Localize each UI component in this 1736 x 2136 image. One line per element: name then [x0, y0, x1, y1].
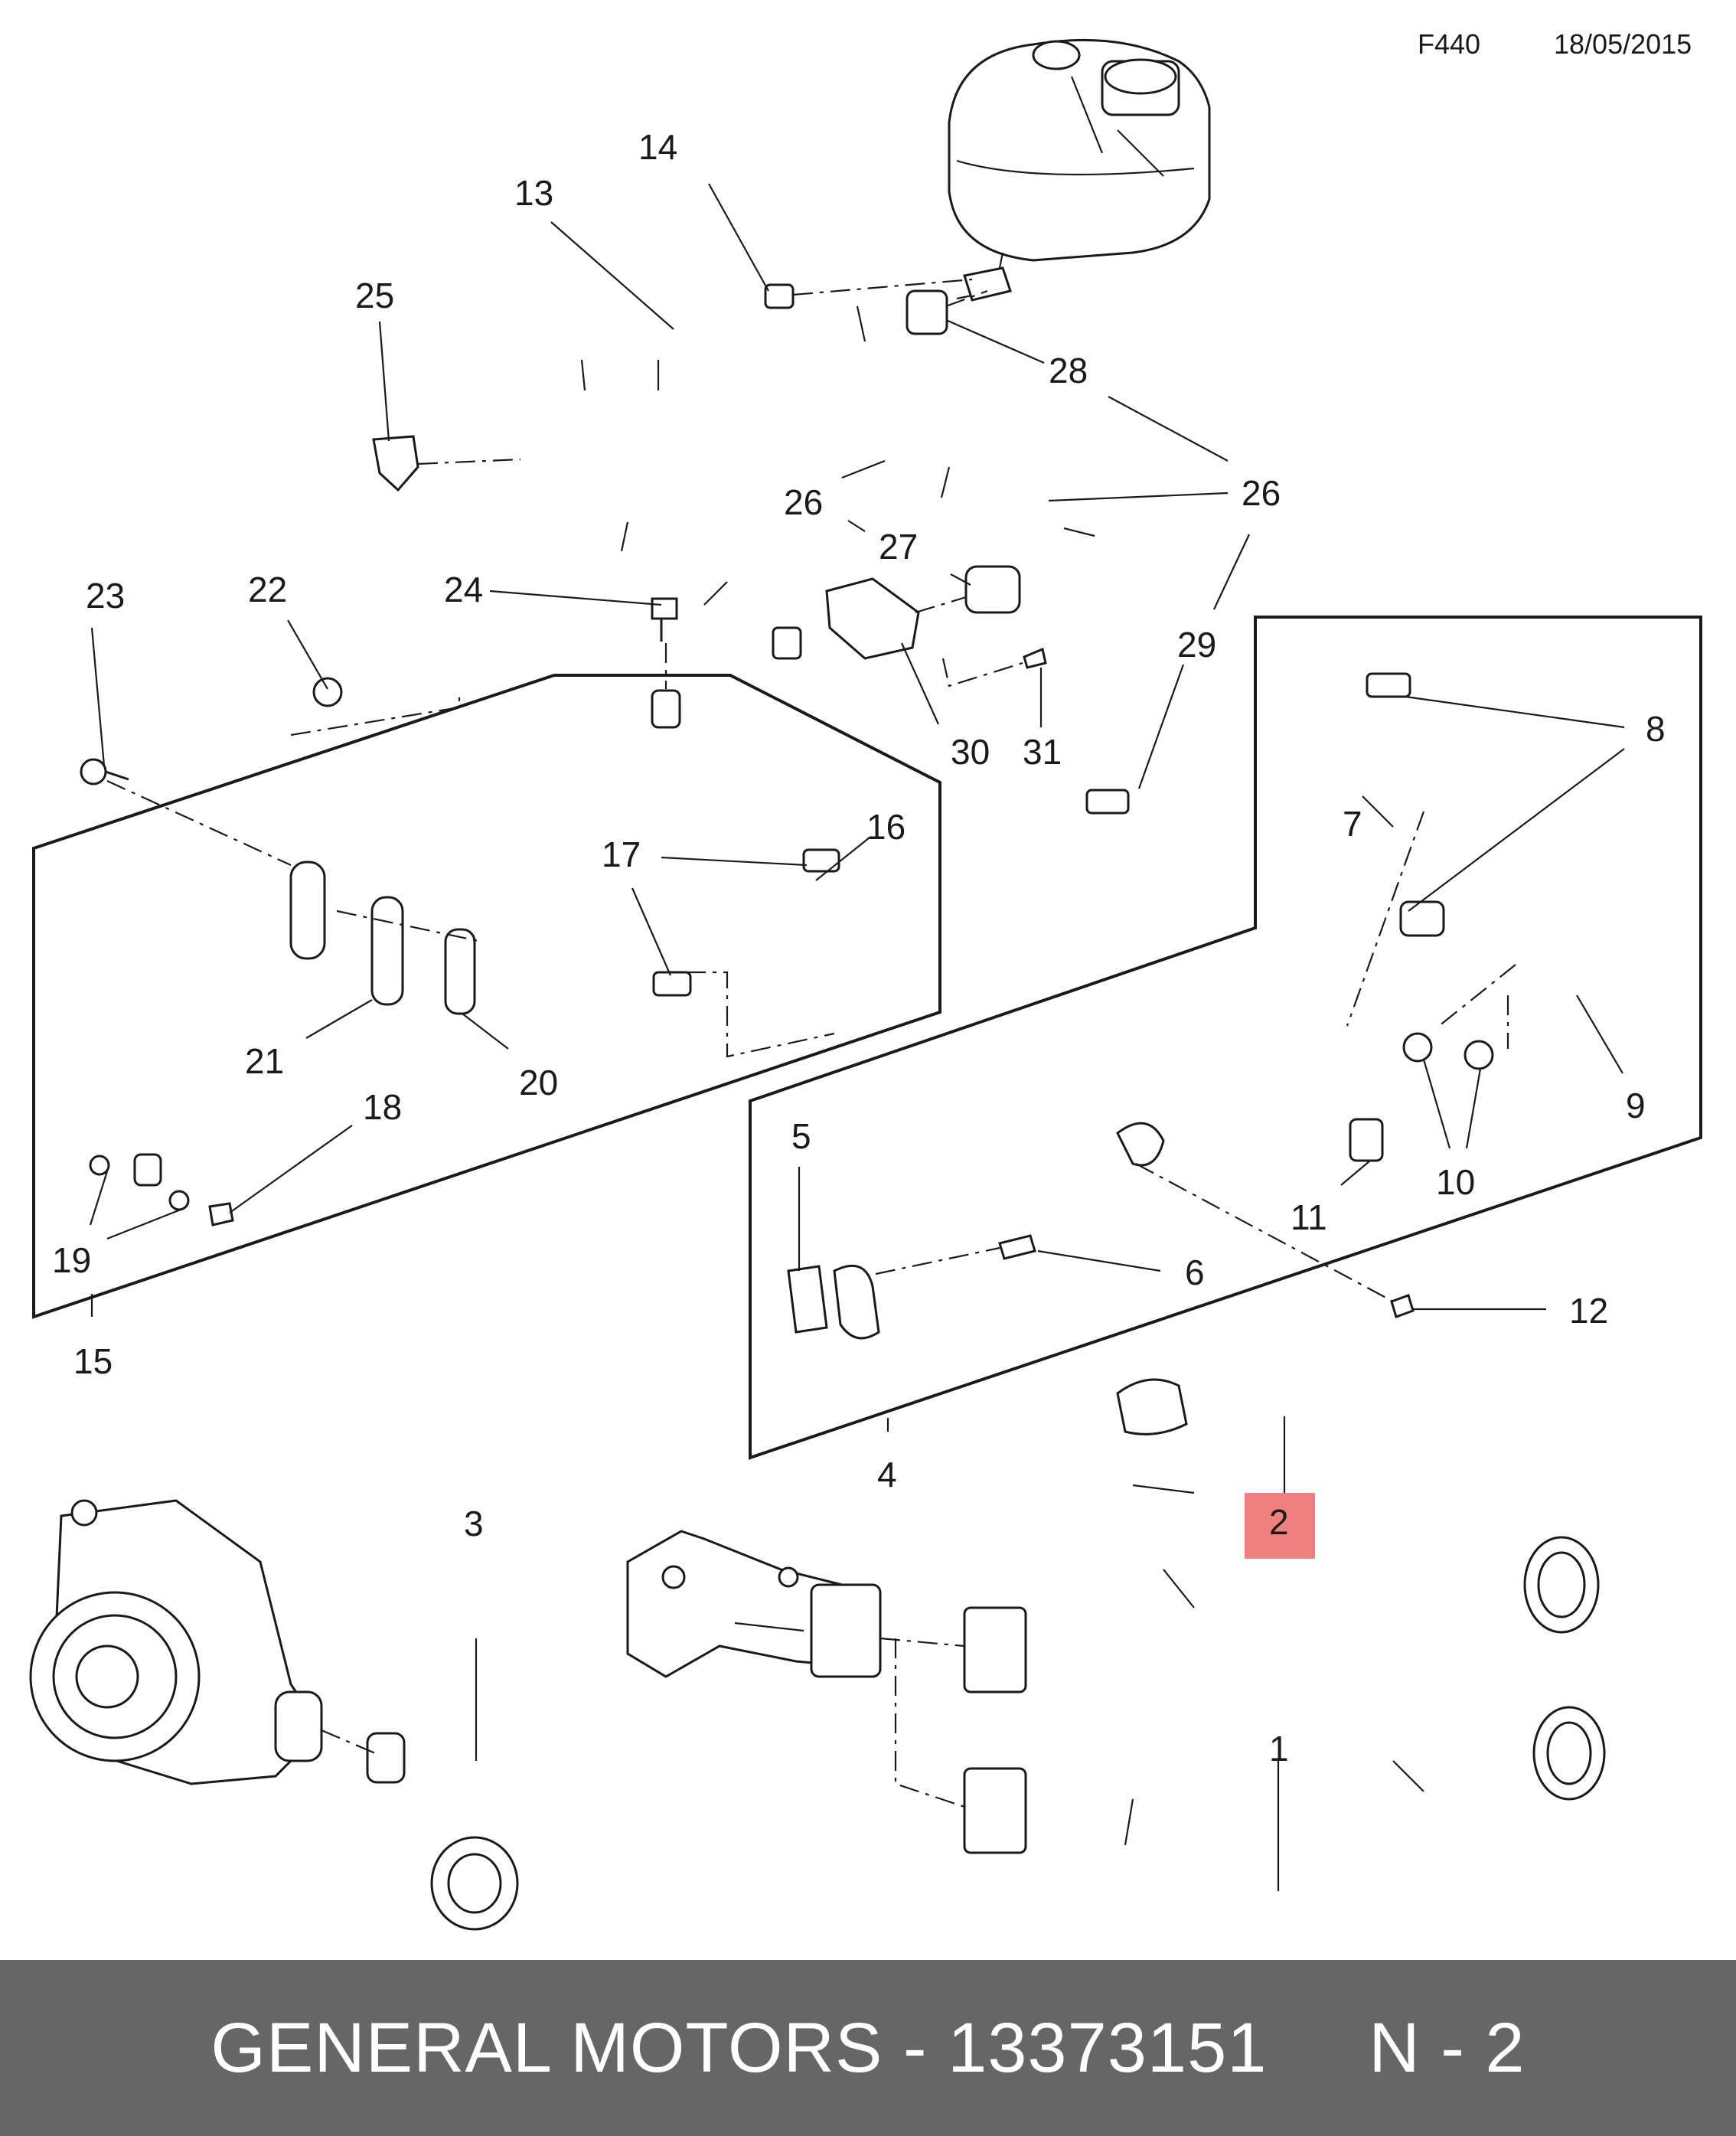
callout-28: 28	[1049, 351, 1088, 390]
hose-assembly-4	[787, 672, 1607, 1340]
group-15-frame	[32, 674, 941, 1319]
clamp-13-end	[772, 626, 802, 660]
hose-2	[963, 1360, 1600, 1693]
callout-5: 5	[791, 1116, 811, 1156]
clamp-29	[1085, 789, 1130, 815]
leader-lines	[89, 183, 1625, 1891]
callout-26-left: 26	[784, 482, 823, 522]
callout-15: 15	[73, 1341, 113, 1381]
callout-27: 27	[879, 527, 918, 567]
callout-6: 6	[1185, 1253, 1205, 1292]
bracket-30	[825, 577, 920, 660]
callout-12: 12	[1569, 1291, 1608, 1331]
diagram-date: 18/05/2015	[1554, 28, 1692, 60]
hose-13	[497, 292, 797, 665]
bolt-24	[651, 597, 678, 642]
hose-1	[963, 1703, 1606, 1915]
callout-25: 25	[355, 276, 394, 315]
footer-text: GENERAL MOTORS - 13373151 N - 2	[210, 2008, 1525, 2089]
clamp-28	[906, 289, 948, 335]
callout-8: 8	[1646, 709, 1666, 749]
callout-14: 14	[638, 127, 677, 167]
callout-10: 10	[1436, 1162, 1475, 1202]
footer-gap	[1267, 2009, 1369, 2087]
callout-3: 3	[464, 1504, 484, 1543]
callout-7: 7	[1343, 804, 1362, 844]
callout-26-right: 26	[1242, 473, 1281, 513]
pipe-assembly-15	[89, 685, 871, 1226]
callout-23: 23	[86, 576, 125, 616]
callout-20: 20	[519, 1063, 558, 1102]
hose-3	[366, 1638, 534, 1931]
callout-2: 2	[1269, 1502, 1289, 1542]
footer-part-number: 13373151	[948, 2008, 1268, 2087]
footer-brand: GENERAL MOTORS	[210, 2008, 883, 2087]
clip-27	[964, 565, 1021, 614]
callout-13: 13	[514, 173, 553, 213]
coolant-reservoir	[948, 38, 1211, 302]
diagram-code: F440	[1418, 28, 1480, 60]
callout-labels: 1 2 3 4 5 6 7 8 9 10 11 12 13 14 15 16 1…	[52, 127, 1666, 1769]
callout-18: 18	[363, 1087, 402, 1127]
parts-diagram: F440 18/05/2015	[29, 28, 1702, 1931]
nut-22	[312, 677, 343, 707]
callout-21: 21	[245, 1041, 284, 1081]
bolt-23	[80, 758, 129, 785]
hose-26	[788, 305, 1122, 805]
callout-11: 11	[1291, 1197, 1327, 1237]
callout-19: 19	[52, 1240, 91, 1280]
callout-29: 29	[1177, 625, 1216, 665]
callout-16: 16	[866, 807, 906, 847]
callout-22: 22	[248, 570, 287, 609]
callout-9: 9	[1626, 1086, 1646, 1125]
callout-1: 1	[1269, 1729, 1289, 1769]
thermostat-housing	[626, 1530, 882, 1678]
callout-4: 4	[877, 1455, 897, 1494]
clamp-14	[764, 283, 795, 309]
clip-25	[372, 435, 419, 492]
callout-30: 30	[951, 732, 990, 772]
highlight-badge	[1245, 1493, 1315, 1559]
footer-banner: GENERAL MOTORS - 13373151 N - 2	[0, 1960, 1736, 2136]
footer-position: N - 2	[1369, 2008, 1526, 2087]
callout-24: 24	[444, 570, 483, 609]
group-4-frame	[749, 616, 1702, 1460]
callout-17: 17	[602, 834, 641, 874]
connection-lines	[106, 278, 1516, 1808]
footer-separator: -	[883, 2008, 948, 2087]
water-pump	[29, 1499, 323, 1785]
bolt-31	[1023, 647, 1047, 669]
callout-31: 31	[1023, 732, 1062, 772]
